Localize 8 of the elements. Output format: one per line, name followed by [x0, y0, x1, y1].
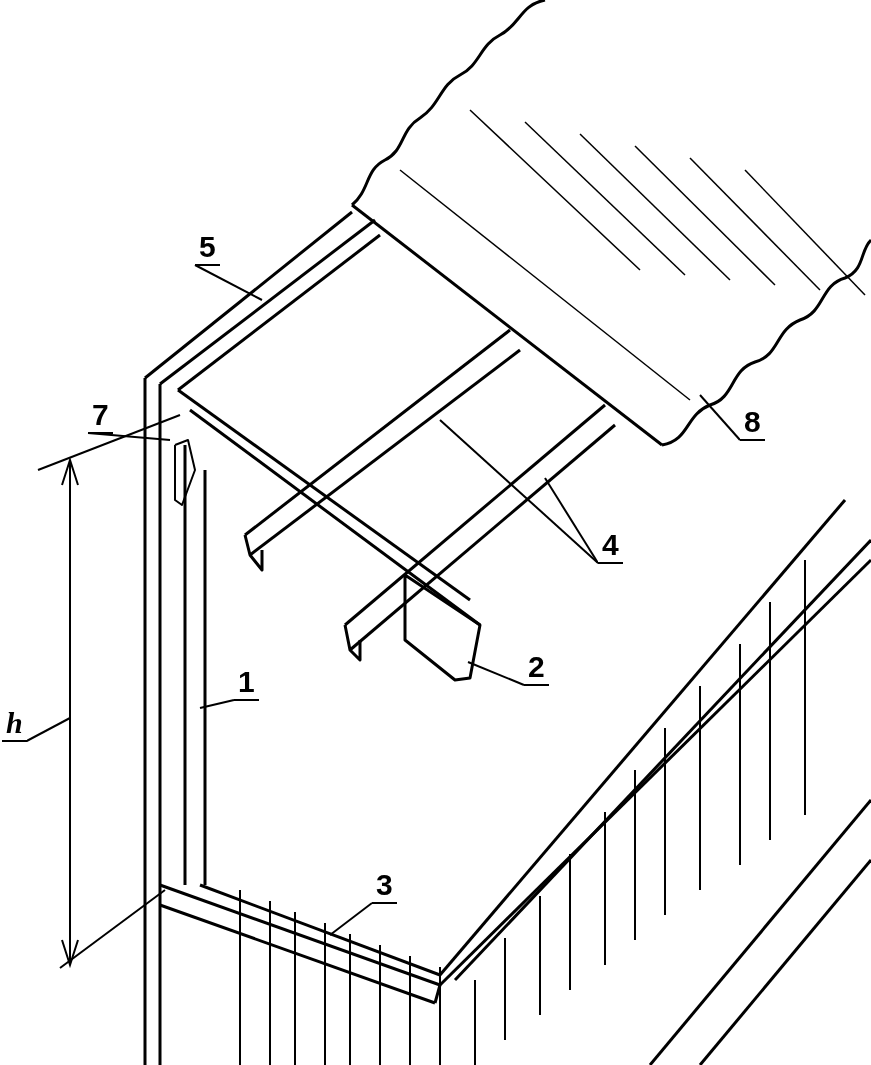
leader-line [544, 477, 599, 564]
leader-line [25, 717, 71, 742]
leader-line [699, 394, 741, 441]
leader-line [329, 902, 373, 936]
leader-line [439, 419, 599, 564]
leader-line [199, 699, 235, 709]
leader-line [467, 661, 525, 686]
leader-line [194, 264, 263, 301]
